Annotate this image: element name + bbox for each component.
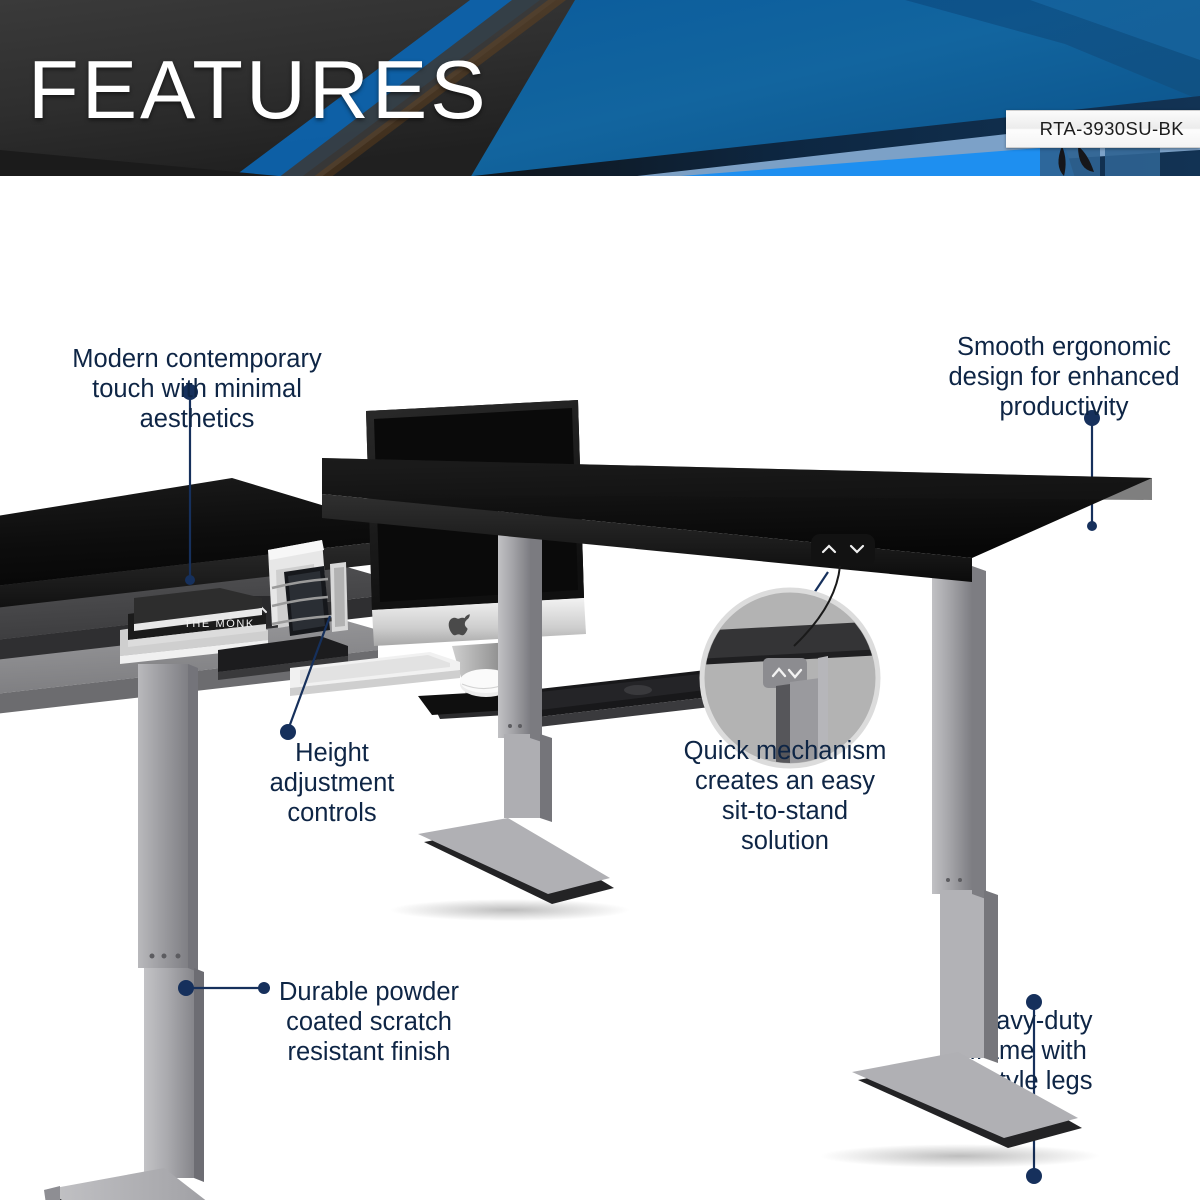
dot-powder-end <box>258 982 270 994</box>
file-organizer <box>268 540 348 636</box>
product-illustration: THE MONK <box>0 178 1200 1200</box>
dot-heavy <box>1026 994 1042 1010</box>
dot-smooth <box>1084 410 1100 426</box>
page-title: FEATURES <box>28 43 489 136</box>
callout-quick-mechanism: Quick mechanism creates an easy sit-to-s… <box>683 737 887 855</box>
chevron-down-icon <box>787 668 803 679</box>
book-title: THE MONK <box>184 618 255 630</box>
line-height <box>286 615 332 731</box>
callout-durable-powder-coat: Durable powder coated scratch resistant … <box>278 978 460 1066</box>
sku-label: RTA-3930SU-BK <box>1039 118 1184 139</box>
apple-logo <box>448 614 470 636</box>
dot-powder <box>178 980 194 996</box>
header-banner: FEATURES RTA-3930SU-BK <box>0 0 1200 178</box>
dot-modern <box>182 384 198 400</box>
detail-magnifier-circle <box>699 587 881 769</box>
callout-heavy-duty-frame: Heavy-duty frame with T-style legs <box>963 1007 1093 1095</box>
callout-modern-contemporary: Modern contemporary touch with minimal a… <box>72 345 322 433</box>
callout-smooth-ergonomic: Smooth ergonomic design for enhanced pro… <box>948 333 1180 421</box>
dot-modern-end <box>185 575 195 585</box>
chevron-up-icon <box>771 667 787 678</box>
dot-heavy-end <box>1026 1168 1042 1184</box>
laptop <box>530 670 736 728</box>
sku-badge: RTA-3930SU-BK <box>1005 110 1200 148</box>
desk-artwork: THE MONK <box>0 384 1100 1200</box>
callout-height-adjustment: Height adjustment controls <box>269 739 395 827</box>
keyboard <box>290 652 460 696</box>
right-desk-top-slab <box>8 446 960 506</box>
dot-height <box>280 724 296 740</box>
book-stack: THE MONK <box>120 588 268 664</box>
